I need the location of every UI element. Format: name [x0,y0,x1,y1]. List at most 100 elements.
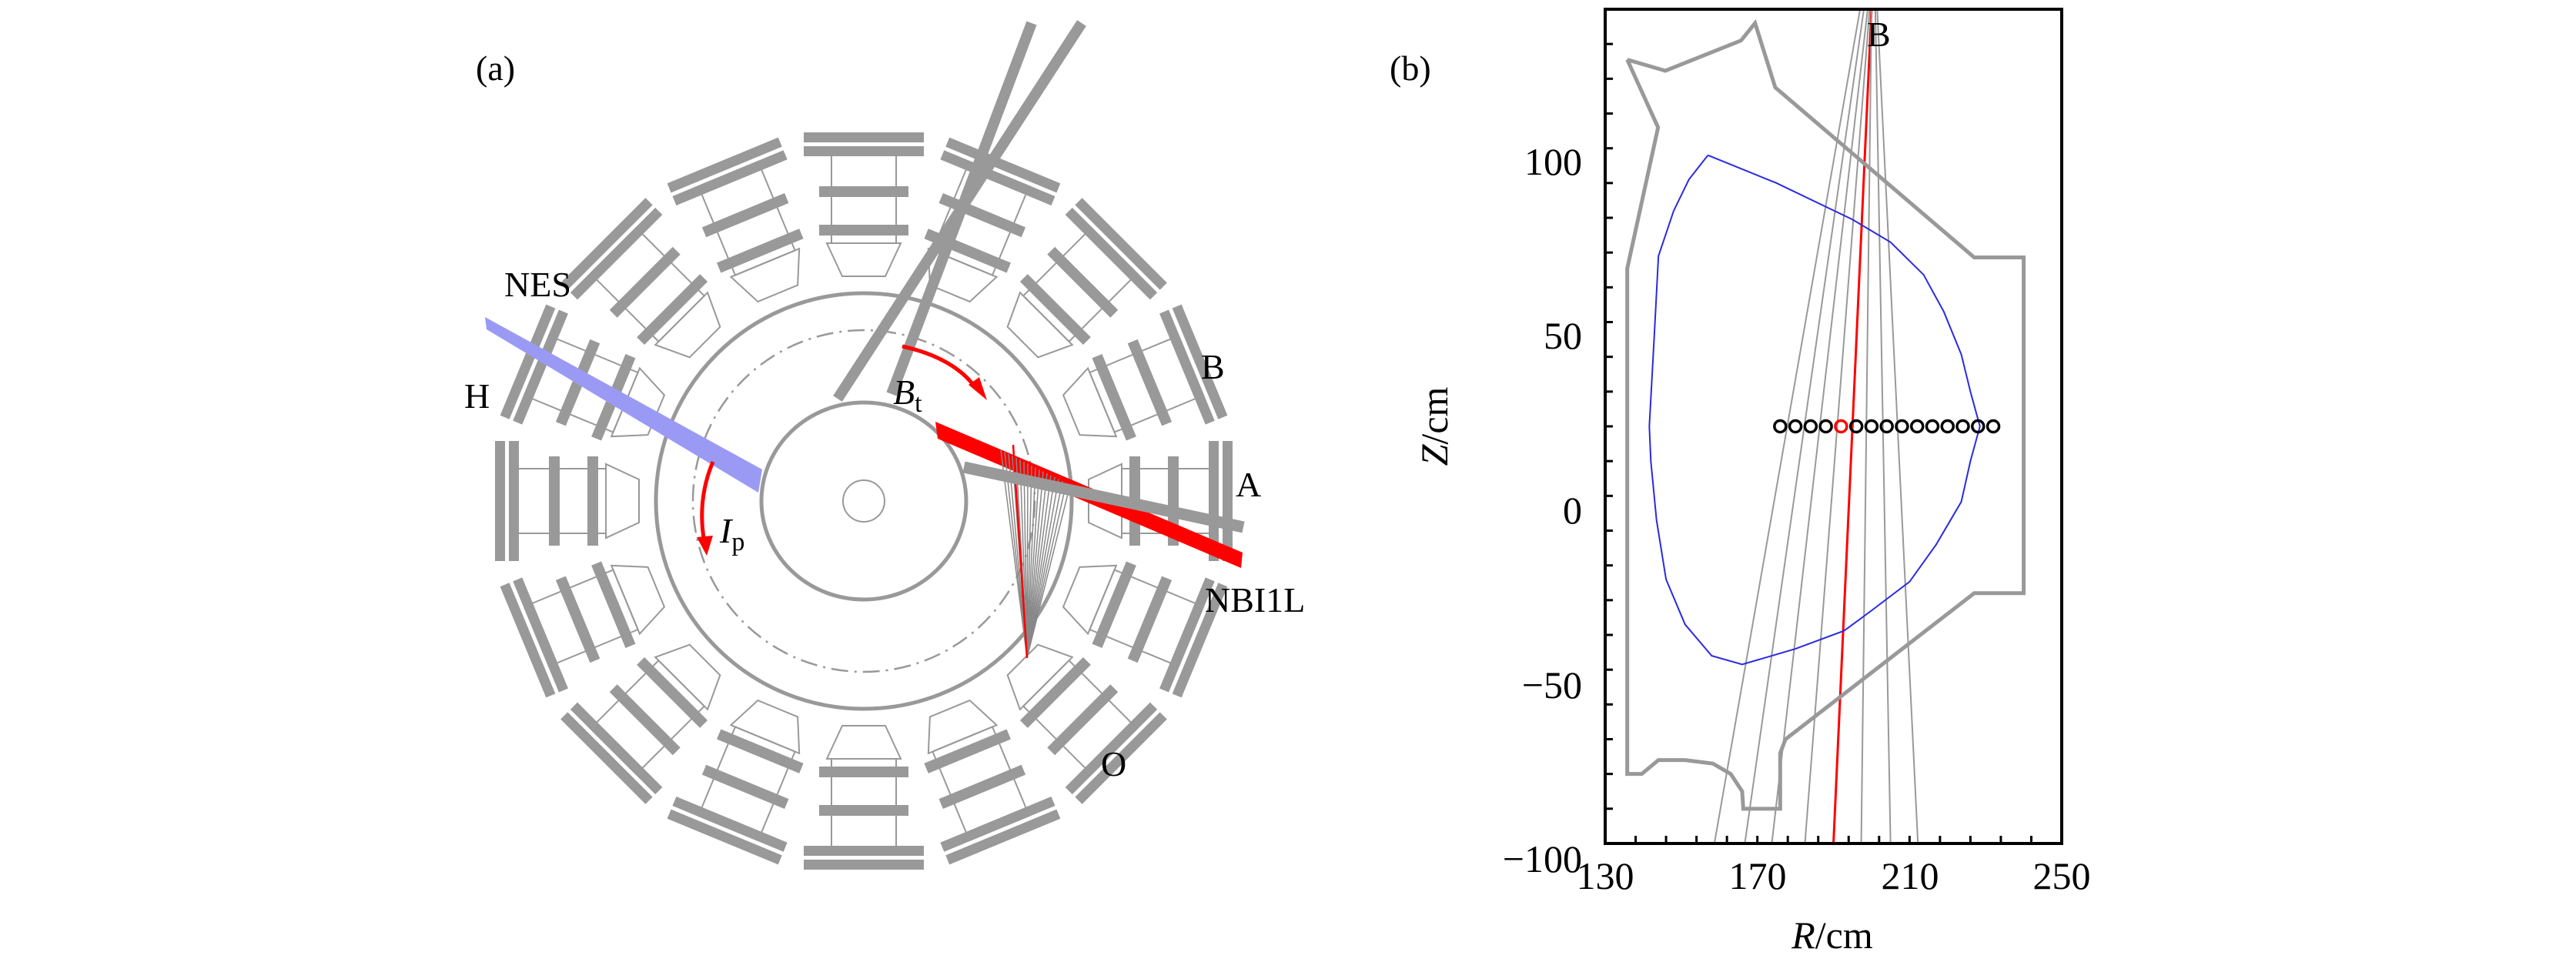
port-flange [609,246,681,318]
xtick-label: 130 [1577,854,1634,897]
port-flange [938,764,1026,810]
port-flange [819,186,908,197]
panel-a-tokamak-top-view: (a) NES H B A NBI1L O Bt Ip [464,20,1305,870]
port-assembly [1006,198,1167,359]
port-flange [1127,576,1173,663]
sightline [1026,465,1032,659]
nes-sightline-beam [485,317,762,493]
port-flange [945,137,1061,193]
panel-b-label: (b) [1390,48,1431,88]
channel-marker [1986,419,2001,434]
port-flange [945,809,1061,865]
port-neck [729,699,801,755]
magnetic-axis-circle [691,329,1036,673]
port-flange [672,797,788,852]
bt-arrowhead-icon [969,377,987,400]
port-assembly [804,132,924,277]
port-flange [1019,656,1091,728]
port-flange [940,797,1055,852]
sightline [1026,480,1063,659]
label-a: A [1236,465,1261,504]
port-flange [1065,702,1158,795]
vacuum-vessel-outer-wall [654,291,1074,711]
port-flange [570,702,663,795]
port-flange [1075,198,1167,290]
x-axis-label: R/cm [1791,914,1873,957]
highlighted-channel-marker [1834,419,1848,434]
sightline [1026,471,1044,659]
port-flange [819,767,908,777]
sightline [1004,452,1028,659]
port-flange [560,198,653,290]
panel-a-label: (a) [476,48,515,88]
sightline [1000,449,1028,659]
port-flange [591,561,636,648]
port-assembly [1062,304,1228,441]
sightline [1026,484,1071,659]
port-assembly [1006,643,1167,804]
a-port-beam [962,461,1245,533]
sightline [1026,469,1040,659]
label-ip: Ip [719,511,744,556]
port-neck [729,247,801,303]
port-flange [637,656,708,728]
port-flange [1047,684,1119,756]
port-flange [701,192,789,238]
label-h: H [464,376,490,416]
xtick-label: 170 [1729,854,1787,897]
port-neck [927,699,999,755]
diagnostic-beam-2 [886,21,1037,396]
center-circle [842,479,885,523]
channel-marker [1940,419,1955,434]
port-assemblies [495,132,1233,870]
port-assembly [560,198,721,359]
xtick-label: 210 [1882,854,1939,897]
port-neck [610,564,666,636]
lcfs-contour [1648,154,1981,666]
sightline [1026,483,1067,659]
label-b: B [1201,347,1225,386]
port-flange [804,860,924,870]
channel-marker [1925,419,1940,434]
channel-marker [1803,419,1818,434]
port-neck [1088,463,1122,539]
port-flange [804,132,924,142]
port-flange [637,274,708,346]
panel-b-poloidal-cross-section: (b) B 100 50 0 −50 −100 130 170 210 250 … [1390,8,2091,957]
port-flange [924,729,1011,773]
sightline [1026,476,1055,659]
port-flange [717,729,804,773]
ytick-label: 0 [1563,489,1582,532]
ytick-label: 50 [1544,314,1582,357]
ytick-label: 100 [1524,140,1582,183]
port-flange [1209,441,1219,561]
port-flange [609,684,681,756]
port-assembly [560,643,721,804]
sightline [1026,479,1059,659]
port-assembly [667,137,804,303]
port-neck [1062,366,1118,438]
channel-marker [1955,419,1970,434]
label-sightline-b: B [1867,15,1891,54]
port-flange [1075,712,1167,804]
channel-marker [1788,419,1803,434]
axis-ticks [1604,8,2063,845]
channel-marker [1818,419,1833,434]
port-flange [587,456,598,546]
ip-direction-arrow [700,461,715,543]
port-flange [500,583,556,698]
sightline-fan [1000,444,1071,659]
port-assembly [667,699,804,865]
port-assembly [500,561,666,698]
port-neck [1062,564,1118,636]
port-neck [654,643,721,711]
channel-marker [1848,419,1864,434]
port-flange [1172,304,1228,419]
port-flange [513,309,568,425]
label-nbi1l: NBI1L [1205,580,1305,620]
port-assembly [804,725,924,870]
port-assembly [495,441,640,561]
port-flange [555,576,601,663]
channel-marker [1895,419,1909,434]
channel-marker [1773,419,1788,434]
